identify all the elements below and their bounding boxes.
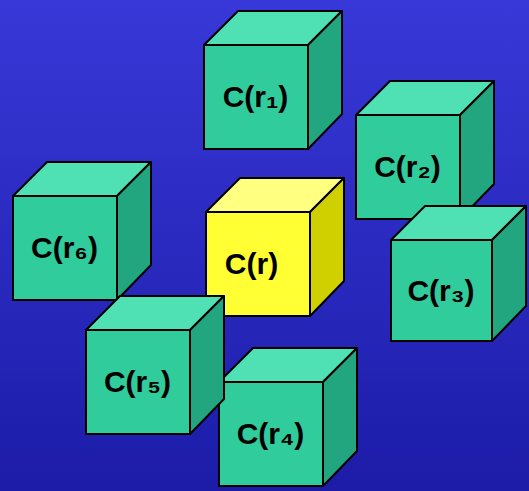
cube-face bbox=[13, 196, 117, 300]
cube-face bbox=[492, 206, 526, 341]
cube-shape bbox=[390, 205, 527, 342]
cube-label: C(r₂) bbox=[355, 150, 460, 185]
cube-label: C(r₄) bbox=[218, 417, 323, 452]
cube-face bbox=[310, 178, 344, 316]
cube-shape bbox=[203, 10, 343, 150]
cube-face bbox=[86, 330, 190, 434]
cube-node: C(r₆) bbox=[12, 161, 152, 301]
cube-face bbox=[356, 115, 460, 219]
cube-face bbox=[308, 11, 342, 149]
cube-label: C(r₆) bbox=[12, 231, 117, 266]
cube-node: C(r₂) bbox=[355, 80, 495, 220]
cube-label: C(r₅) bbox=[85, 365, 190, 400]
cube-node: C(r₄) bbox=[218, 347, 358, 487]
cube-node: C(r₃) bbox=[390, 205, 527, 342]
cube-label: C(r₃) bbox=[390, 274, 492, 309]
cube-label: C(r₁) bbox=[203, 80, 308, 115]
cube-face bbox=[323, 348, 357, 486]
cube-node: C(r₅) bbox=[85, 295, 225, 435]
cube-face bbox=[204, 45, 308, 149]
cube-shape bbox=[205, 177, 345, 317]
cube-face bbox=[391, 240, 492, 341]
cube-face bbox=[219, 382, 323, 486]
cube-face bbox=[460, 81, 494, 219]
cube-shape bbox=[218, 347, 358, 487]
cube-shape bbox=[355, 80, 495, 220]
cube-shape bbox=[85, 295, 225, 435]
cube-label: C(r) bbox=[199, 247, 304, 282]
cube-face bbox=[117, 162, 151, 300]
cube-shape bbox=[12, 161, 152, 301]
cube-node: C(r) bbox=[205, 177, 345, 317]
cube-node: C(r₁) bbox=[203, 10, 343, 150]
